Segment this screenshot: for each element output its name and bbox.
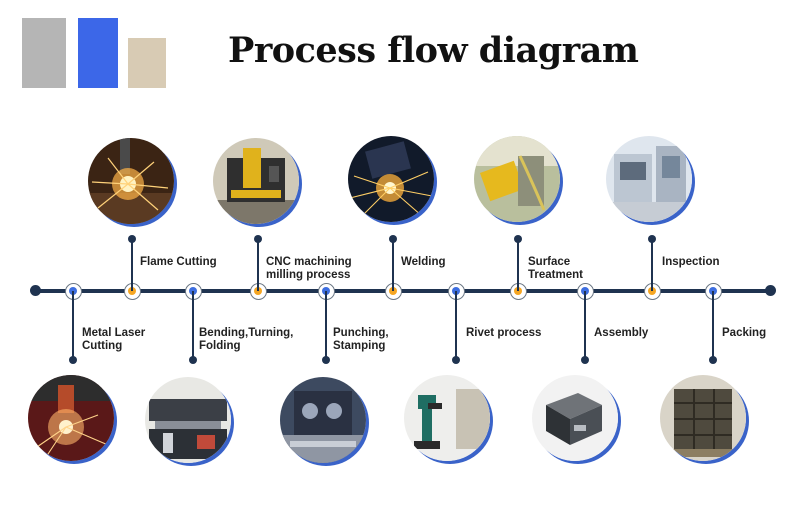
- rivet-machine-photo: [404, 375, 490, 461]
- step-label-cnc: CNC machining milling process: [266, 256, 352, 281]
- cnc-machine-photo: [213, 138, 299, 224]
- connector-laser-cutting: [72, 291, 74, 359]
- laser-cutting-photo: [28, 375, 114, 461]
- connector-rivet: [455, 291, 457, 359]
- step-label-laser-cutting: Metal Laser Cutting: [82, 327, 146, 352]
- connector-cnc: [257, 239, 259, 291]
- accent-square-blue: [78, 18, 118, 88]
- assembly-photo: [532, 375, 618, 461]
- timeline-axis: [36, 289, 770, 293]
- step-label-inspection: Inspection: [662, 256, 720, 268]
- connector-cap: [322, 356, 330, 364]
- surface-treatment-photo: [474, 136, 560, 222]
- step-label-rivet: Rivet process: [466, 327, 542, 339]
- connector-punching: [325, 291, 327, 359]
- step-label-assembly: Assembly: [594, 327, 649, 339]
- step-label-surface-treatment: Surface Treatment: [528, 256, 583, 281]
- step-label-bending: Bending,Turning, Folding: [199, 327, 294, 352]
- step-label-welding: Welding: [401, 256, 446, 268]
- connector-cap: [69, 356, 77, 364]
- connector-assembly: [584, 291, 586, 359]
- connector-surface-treatment: [517, 239, 519, 291]
- welding-photo: [348, 136, 434, 222]
- packing-photo: [660, 375, 746, 461]
- page-title: Process flow diagram: [228, 30, 639, 71]
- connector-cap: [254, 235, 262, 243]
- connector-cap: [189, 356, 197, 364]
- connector-packing: [712, 291, 714, 359]
- connector-cap: [709, 356, 717, 364]
- connector-cap: [128, 235, 136, 243]
- accent-square-beige: [128, 38, 166, 88]
- connector-cap: [389, 235, 397, 243]
- connector-cap: [452, 356, 460, 364]
- accent-square-gray: [22, 18, 66, 88]
- connector-flame-cutting: [131, 239, 133, 291]
- step-label-flame-cutting: Flame Cutting: [140, 256, 217, 268]
- flame-cutting-photo: [88, 138, 174, 224]
- step-label-packing: Packing: [722, 327, 767, 339]
- connector-cap: [581, 356, 589, 364]
- connector-cap: [648, 235, 656, 243]
- connector-welding: [392, 239, 394, 291]
- bending-photo: [145, 377, 231, 463]
- connector-inspection: [651, 239, 653, 291]
- timeline-start-dot: [30, 285, 41, 296]
- inspection-photo: [606, 136, 692, 222]
- timeline-end-dot: [765, 285, 776, 296]
- connector-bending: [192, 291, 194, 359]
- step-label-punching: Punching, Stamping: [333, 327, 389, 352]
- connector-cap: [514, 235, 522, 243]
- punching-photo: [280, 377, 366, 463]
